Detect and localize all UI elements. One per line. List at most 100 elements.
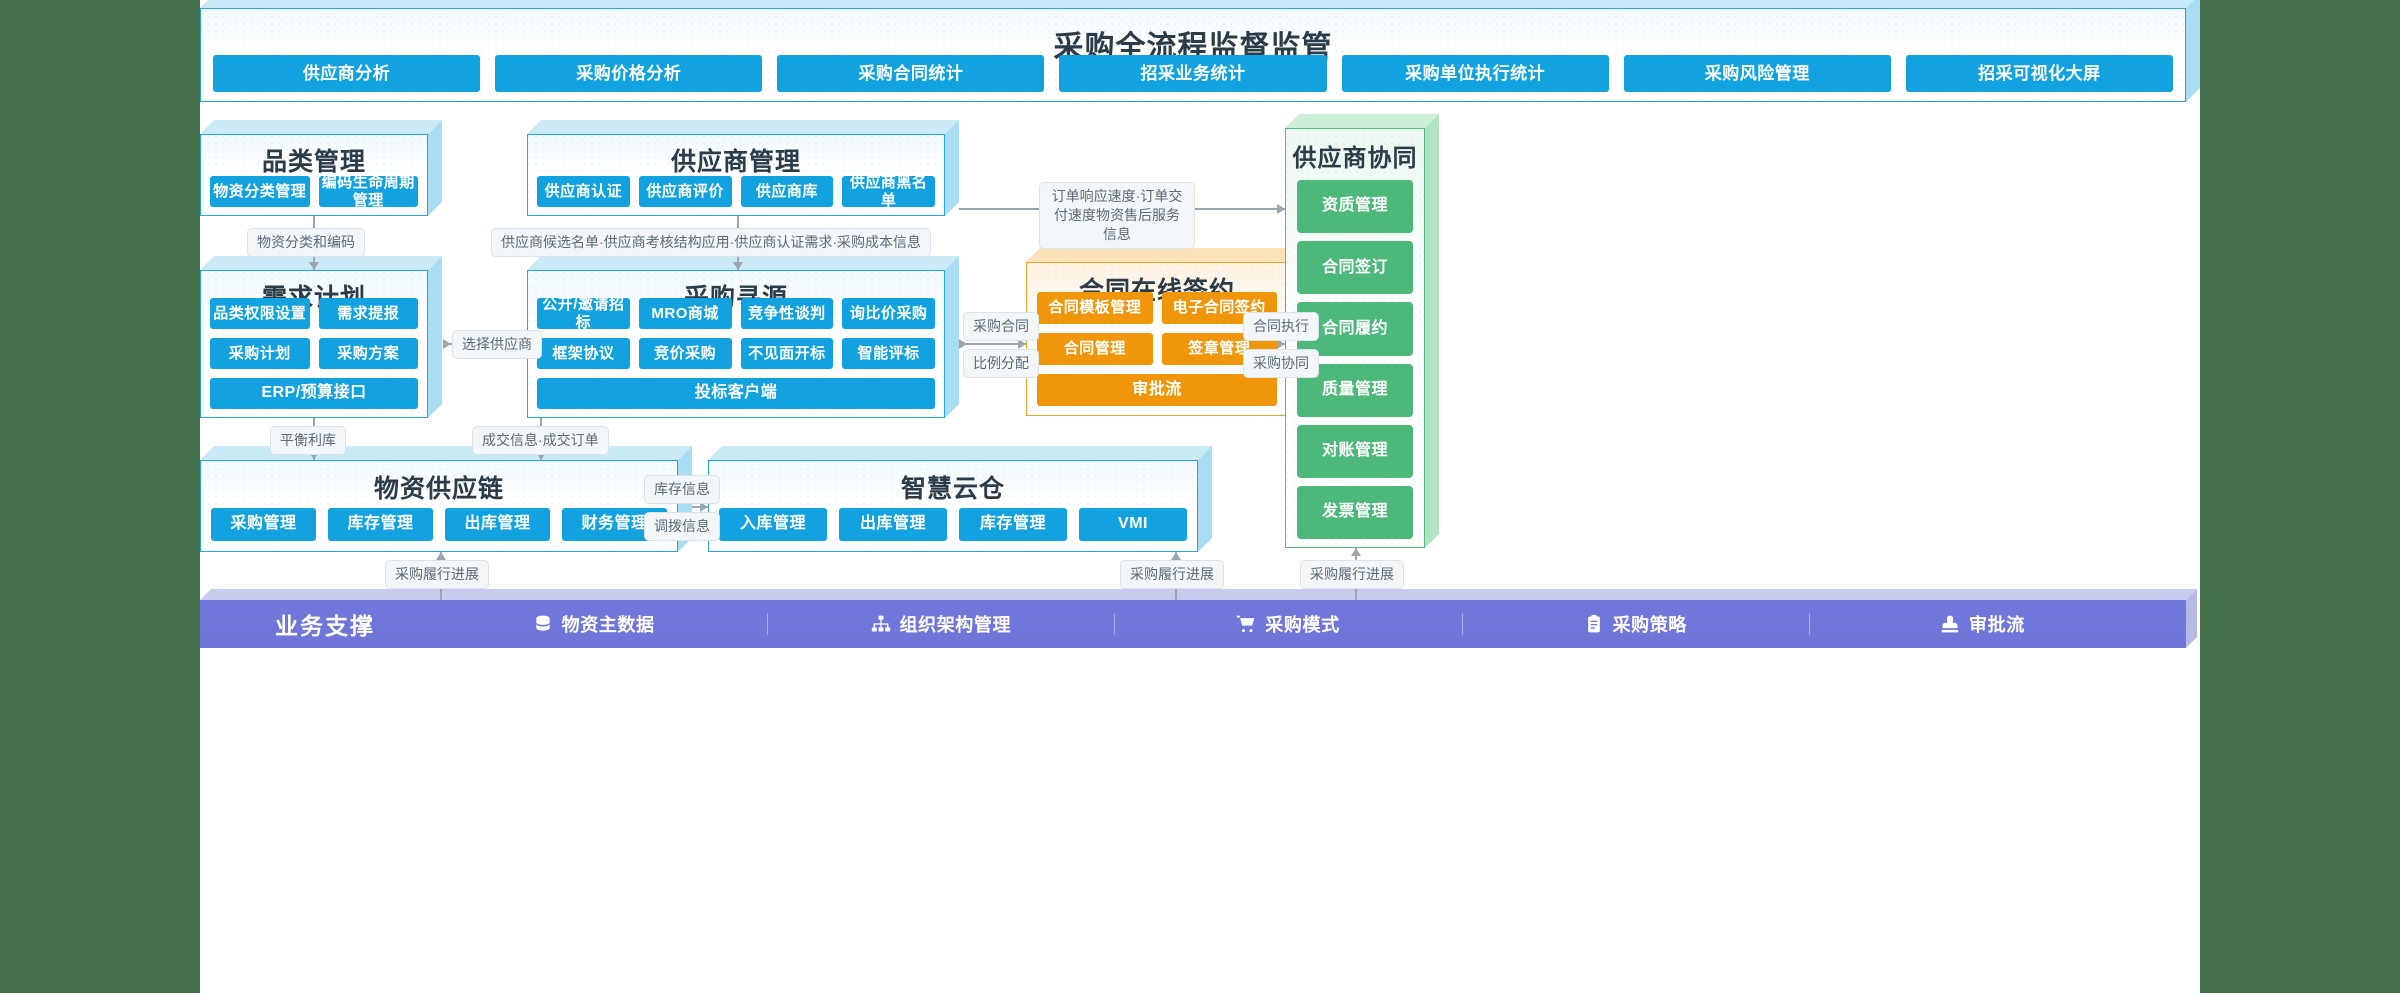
chip-contract-template[interactable]: 合同模板管理 <box>1037 292 1153 324</box>
connector-sourcing-to-contract <box>959 343 1026 345</box>
demand-plan-items: 品类权限设置 需求提报 采购计划 采购方案 ERP/预算接口 <box>210 298 418 409</box>
chip-bidding-client[interactable]: 投标客户端 <box>537 378 935 409</box>
panel-side-face <box>945 256 959 418</box>
tag-select-supplier: 选择供应商 <box>452 330 542 359</box>
panel-top-face <box>200 256 442 270</box>
chip-category-permission[interactable]: 品类权限设置 <box>210 298 310 329</box>
support-item-label: 采购策略 <box>1612 615 1687 635</box>
tag-material-classification-code: 物资分类和编码 <box>247 228 365 257</box>
cloud-warehouse-title: 智慧云仓 <box>900 475 1005 503</box>
tag-inventory-info: 库存信息 <box>644 475 720 504</box>
database-icon <box>533 614 553 634</box>
chip-mro-mall[interactable]: MRO商城 <box>638 298 732 329</box>
header-button-row: 供应商分析 采购价格分析 采购合同统计 招采业务统计 采购单位执行统计 采购风险… <box>213 55 2173 92</box>
chip-invoice-management[interactable]: 发票管理 <box>1297 485 1413 540</box>
cloud-warehouse-panel: 智慧云仓 入库管理 出库管理 库存管理 VMI <box>708 446 1212 552</box>
contract-row-1: 合同模板管理 电子合同签约 <box>1037 292 1277 324</box>
chip-demand-submission[interactable]: 需求提报 <box>318 298 418 329</box>
support-item-approval-flow[interactable]: 审批流 <box>1809 611 2156 637</box>
arrow-support-to-collab <box>1351 548 1361 556</box>
category-management-panel: 品类管理 物资分类管理 编码生命周期管理 <box>200 120 442 216</box>
chip-competitive-negotiation[interactable]: 竞争性谈判 <box>740 298 834 329</box>
support-item-procurement-strategy[interactable]: 采购策略 <box>1462 611 1809 637</box>
supplier-management-title: 供应商管理 <box>670 148 801 176</box>
panel-side-face <box>1425 114 1439 548</box>
arrow-supplier-to-sourcing <box>733 262 743 270</box>
sourcing-row-1: 公开/邀请招标 MRO商城 竞争性谈判 询比价采购 <box>537 296 935 331</box>
chip-supplier-evaluation[interactable]: 供应商评价 <box>638 176 732 207</box>
supplier-management-items: 供应商认证 供应商评价 供应商库 供应商黑名单 <box>537 174 935 209</box>
support-item-procurement-mode[interactable]: 采购模式 <box>1114 611 1461 637</box>
support-item-master-data[interactable]: 物资主数据 <box>420 611 767 637</box>
chip-inventory-management[interactable]: 库存管理 <box>328 508 433 541</box>
demand-plan-row-2: 采购计划 采购方案 <box>210 338 418 369</box>
panel-top-face <box>708 446 1212 460</box>
chip-contract-conclusion[interactable]: 合同签订 <box>1297 241 1413 295</box>
chip-supplier-library[interactable]: 供应商库 <box>740 176 834 207</box>
support-item-label: 采购模式 <box>1265 615 1340 635</box>
chip-reconciliation-management[interactable]: 对账管理 <box>1297 424 1413 478</box>
chip-framework-agreement[interactable]: 框架协议 <box>537 338 630 369</box>
tag-purchase-contract: 采购合同 <box>963 312 1039 341</box>
contract-signing-items: 合同模板管理 电子合同签约 合同管理 签章管理 审批流 <box>1037 292 1277 406</box>
chip-procurement-plan[interactable]: 采购计划 <box>210 338 310 369</box>
org-chart-icon <box>871 614 891 634</box>
supplier-collaboration-title: 供应商协同 <box>1292 145 1418 172</box>
header-button-contract-stats[interactable]: 采购合同统计 <box>777 55 1045 92</box>
shopping-cart-icon <box>1236 614 1256 634</box>
procurement-sourcing-panel: 采购寻源 公开/邀请招标 MRO商城 竞争性谈判 询比价采购 框架协议 竞价采购… <box>527 256 959 418</box>
contract-signing-panel: 合同在线签约 合同模板管理 电子合同签约 合同管理 签章管理 审批流 <box>1026 248 1302 416</box>
procurement-sourcing-items: 公开/邀请招标 MRO商城 竞争性谈判 询比价采购 框架协议 竞价采购 不见面开… <box>537 296 935 409</box>
header-button-supplier-analysis[interactable]: 供应商分析 <box>213 55 481 92</box>
tag-transfer-info: 调拨信息 <box>644 512 720 541</box>
sourcing-row-2: 框架协议 竞价采购 不见面开标 智能评标 <box>537 338 935 369</box>
panel-side-face <box>945 120 959 216</box>
chip-contract-management[interactable]: 合同管理 <box>1037 333 1153 365</box>
arrow-sourcing-to-contract-right <box>1018 339 1026 349</box>
tag-balance-inventory: 平衡利库 <box>270 426 346 455</box>
chip-approval-flow[interactable]: 审批流 <box>1037 374 1277 406</box>
arrow-plan-to-sourcing-left <box>443 339 451 349</box>
chip-public-invite-bidding[interactable]: 公开/邀请招标 <box>537 296 630 331</box>
chip-purchase-management[interactable]: 采购管理 <box>211 508 316 541</box>
header-button-unit-execution-stats[interactable]: 采购单位执行统计 <box>1341 55 1609 92</box>
support-top-face <box>200 589 2197 600</box>
business-support-bar: 业务支撑 物资主数据 组织架构管理 <box>200 589 2197 648</box>
business-support-title: 业务支撑 <box>275 613 375 639</box>
support-item-label: 组织架构管理 <box>899 615 1012 635</box>
panel-side-face <box>428 120 442 216</box>
chip-smart-evaluation[interactable]: 智能评标 <box>842 338 935 369</box>
support-item-org-structure[interactable]: 组织架构管理 <box>767 611 1114 637</box>
category-management-title: 品类管理 <box>261 148 366 176</box>
supplier-collaboration-items: 资质管理 合同签订 合同履约 质量管理 对账管理 发票管理 <box>1297 180 1413 540</box>
chip-material-classification[interactable]: 物资分类管理 <box>210 176 310 207</box>
chip-code-lifecycle[interactable]: 编码生命周期管理 <box>318 174 418 209</box>
chip-outbound-management[interactable]: 出库管理 <box>445 508 550 541</box>
arrow-sourcing-to-chain <box>536 452 546 460</box>
supplier-management-panel: 供应商管理 供应商认证 供应商评价 供应商库 供应商黑名单 <box>527 120 959 216</box>
arrow-plan-to-chain <box>309 452 319 460</box>
stamp-icon <box>1940 614 1960 634</box>
support-side-face <box>2186 589 2197 648</box>
clipboard-icon <box>1584 614 1604 634</box>
chip-procurement-scheme[interactable]: 采购方案 <box>318 338 418 369</box>
chip-auction-procurement[interactable]: 竞价采购 <box>638 338 732 369</box>
chip-erp-budget-interface[interactable]: ERP/预算接口 <box>210 378 418 409</box>
chip-qualification-management[interactable]: 资质管理 <box>1297 180 1413 234</box>
chip-remote-bid-opening[interactable]: 不见面开标 <box>740 338 834 369</box>
panel-top-face <box>200 120 442 134</box>
chip-supplier-blacklist[interactable]: 供应商黑名单 <box>842 174 935 209</box>
chip-cloud-outbound-management[interactable]: 出库管理 <box>839 508 947 541</box>
header-button-risk-management[interactable]: 采购风险管理 <box>1623 55 1891 92</box>
header-button-bidding-stats[interactable]: 招采业务统计 <box>1059 55 1327 92</box>
header-button-price-analysis[interactable]: 采购价格分析 <box>495 55 763 92</box>
tag-chain-progress: 采购履行进展 <box>385 560 489 589</box>
chip-cloud-inventory-management[interactable]: 库存管理 <box>959 508 1067 541</box>
chip-supplier-certification[interactable]: 供应商认证 <box>537 176 630 207</box>
chip-vmi[interactable]: VMI <box>1079 508 1187 541</box>
chip-inbound-management[interactable]: 入库管理 <box>719 508 827 541</box>
diagram-canvas: 采购全流程监督监管 供应商分析 采购价格分析 采购合同统计 招采业务统计 采购单… <box>200 0 2200 993</box>
demand-plan-row-1: 品类权限设置 需求提报 <box>210 298 418 329</box>
header-button-visual-dashboard[interactable]: 招采可视化大屏 <box>1905 55 2173 92</box>
chip-inquiry-comparison[interactable]: 询比价采购 <box>842 298 935 329</box>
